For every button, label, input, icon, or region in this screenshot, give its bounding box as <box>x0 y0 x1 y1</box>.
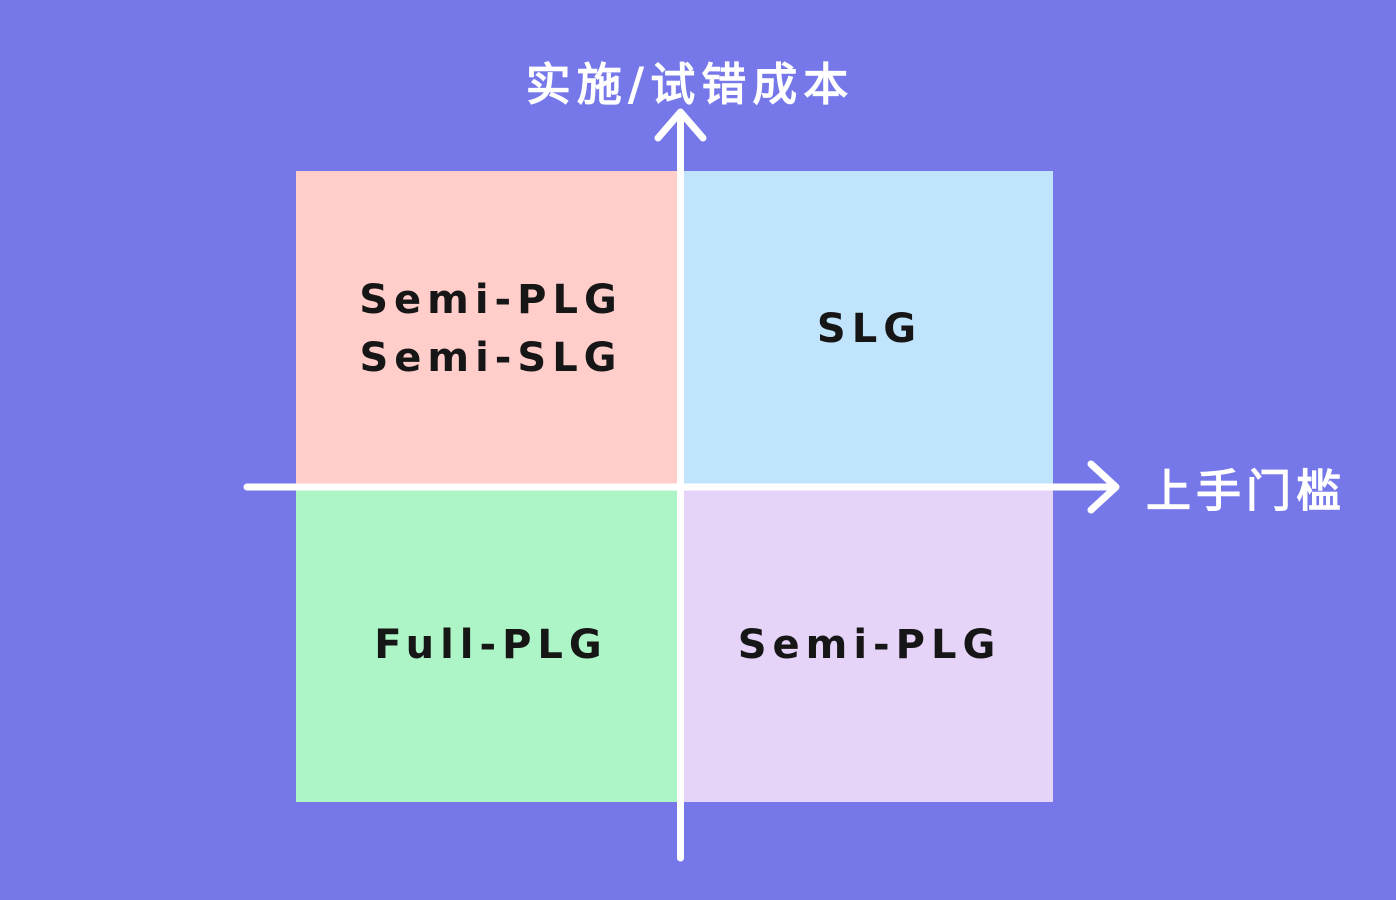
x-axis-title: 上手门槛 <box>1146 464 1347 518</box>
quadrant-bottom-right: Semi-PLG <box>680 487 1053 802</box>
quadrant-top-left-label-line-2: Semi-SLG <box>359 335 623 381</box>
quadrant-top-right: SLG <box>680 171 1053 487</box>
y-axis-arrow-icon <box>654 108 707 142</box>
quadrant-grid: Semi-PLG Semi-SLG SLG Full-PLG Semi-PLG <box>296 171 1053 802</box>
quadrant-bottom-right-label: Semi-PLG <box>737 621 1002 668</box>
quadrant-top-right-label: SLG <box>816 306 923 352</box>
quadrant-top-left: Semi-PLG Semi-SLG <box>296 171 680 487</box>
quadrant-top-left-label: Semi-PLG Semi-SLG <box>353 271 623 387</box>
y-axis-title: 实施/试错成本 <box>525 58 855 111</box>
quadrant-bottom-left: Full-PLG <box>296 487 680 802</box>
x-axis-arrow-icon <box>1087 460 1120 514</box>
quadrant-bottom-left-label: Full-PLG <box>374 621 608 668</box>
quadrant-top-left-label-line-1: Semi-PLG <box>359 277 623 323</box>
